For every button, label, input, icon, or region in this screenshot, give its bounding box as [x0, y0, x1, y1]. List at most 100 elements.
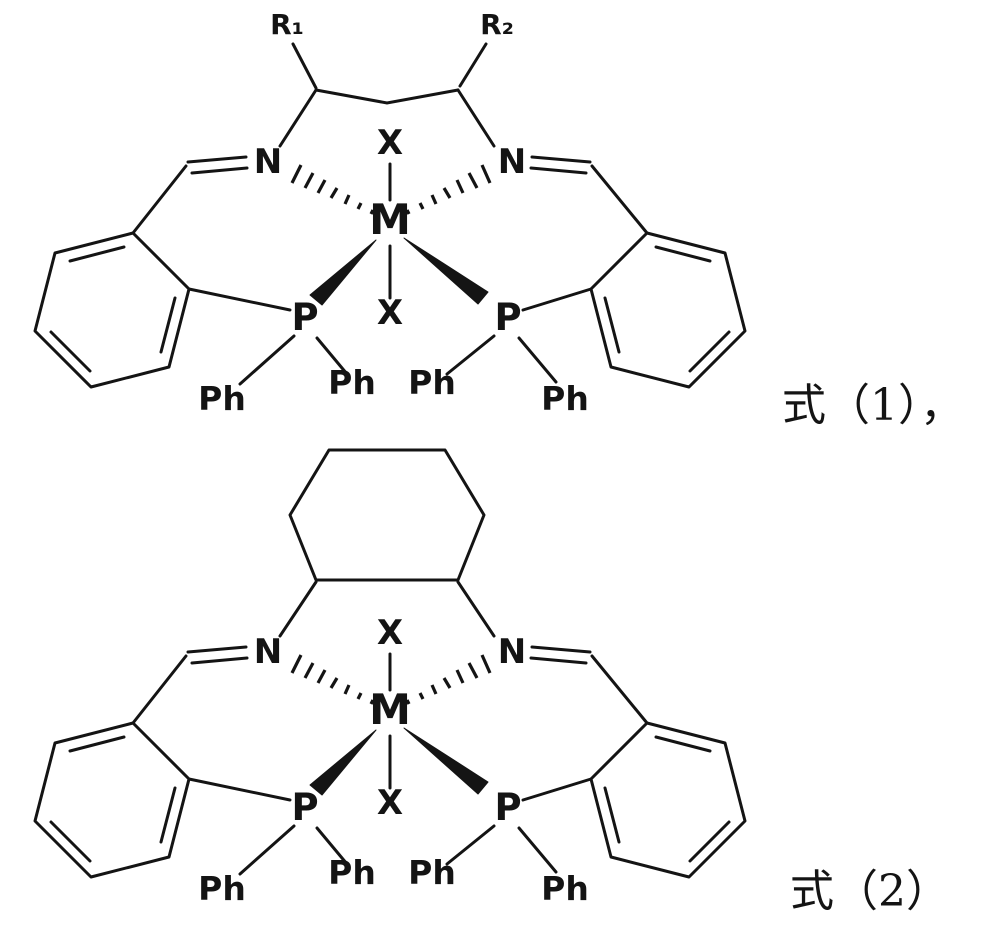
- hash-stroke: [316, 179, 327, 194]
- benzene-ring-left: [33, 721, 191, 879]
- phosphorus-right-label: P: [494, 786, 521, 829]
- hash-stroke: [430, 194, 438, 205]
- bond-r1-c1: [291, 42, 318, 90]
- bond-ring-ch-right: [590, 164, 649, 235]
- hash-stroke: [303, 662, 315, 679]
- aromatic-double: [49, 820, 92, 863]
- aromatic-double: [603, 296, 621, 354]
- nitrogen-right-label: N: [498, 142, 526, 182]
- bond-p-right-ph3: [445, 334, 496, 376]
- bond-ring-ch-left: [131, 164, 188, 235]
- wedge-bond-m-p-left: [309, 729, 377, 796]
- hash-stroke: [455, 669, 465, 684]
- x-top-label: X: [377, 613, 403, 653]
- hash-stroke: [343, 194, 351, 205]
- bond-p-right-ph4: [517, 826, 558, 874]
- hash-stroke: [430, 684, 438, 695]
- aromatic-double: [68, 245, 126, 263]
- phenyl-label: Ph: [198, 869, 246, 908]
- metal-label: M: [369, 195, 411, 244]
- imine-double-right-2: [529, 656, 588, 665]
- bond-c2-n-right: [456, 88, 496, 148]
- bond-p-left-ph1: [238, 824, 296, 876]
- bond-c2-n-right: [456, 580, 496, 638]
- hash-stroke: [418, 202, 425, 210]
- hashed-wedge-m-n-right: [405, 164, 492, 215]
- x-bottom-label: X: [377, 783, 403, 823]
- aromatic-double: [654, 735, 712, 753]
- imine-double-right-1: [530, 645, 592, 654]
- phenyl-label: Ph: [408, 853, 456, 892]
- bond-ring-ch-right: [590, 654, 649, 725]
- imine-double-left-1: [186, 155, 248, 164]
- substituent-r1-label: R₁: [270, 8, 304, 41]
- bond-c1-c2: [314, 88, 460, 105]
- nitrogen-left-label: N: [254, 142, 282, 182]
- bond-c1-n-left: [278, 88, 318, 148]
- hash-stroke: [290, 164, 303, 184]
- phosphorus-left-label: P: [291, 786, 318, 829]
- wedge-bond-m-p-left: [309, 239, 377, 306]
- phenyl-label: Ph: [328, 363, 376, 402]
- structure-formula-2: X M X N N P P Ph Ph Ph Ph 式（2）: [33, 448, 950, 917]
- aromatic-double: [688, 330, 731, 373]
- hash-stroke: [467, 662, 479, 679]
- hash-stroke: [455, 179, 465, 194]
- x-top-label: X: [377, 123, 403, 163]
- hashed-wedge-m-n-left: [290, 654, 375, 705]
- phenyl-label: Ph: [328, 853, 376, 892]
- hashed-wedge-m-n-right: [405, 654, 492, 705]
- bond-p-left-ph2: [315, 336, 349, 376]
- hash-stroke: [418, 692, 425, 700]
- aromatic-double: [603, 786, 621, 844]
- imine-double-left-1: [186, 645, 248, 654]
- bond-c1-n-left: [278, 580, 318, 638]
- hash-stroke: [405, 209, 411, 215]
- hashed-wedge-m-n-left: [290, 164, 375, 215]
- hash-stroke: [480, 164, 492, 184]
- aromatic-double: [49, 330, 92, 373]
- formula-1-caption: 式（1），: [782, 380, 964, 431]
- phenyl-label: Ph: [541, 379, 589, 418]
- nitrogen-left-label: N: [254, 632, 282, 672]
- cyclohexane-ring: [288, 448, 486, 582]
- wedge-bond-m-p-right: [403, 727, 489, 795]
- bond-p-right-ph3: [445, 824, 496, 866]
- substituent-r2-label: R₂: [480, 8, 514, 41]
- aromatic-double: [654, 245, 712, 263]
- hash-stroke: [303, 172, 315, 189]
- phosphorus-right-label: P: [494, 296, 521, 339]
- hash-stroke: [480, 654, 492, 674]
- phenyl-label: Ph: [408, 363, 456, 402]
- bond-r2-c2: [458, 42, 488, 88]
- formula-2-caption: 式（2）: [790, 866, 950, 917]
- hash-stroke: [369, 209, 375, 215]
- hash-stroke: [329, 187, 339, 199]
- hash-stroke: [442, 677, 452, 689]
- imine-double-right-1: [530, 155, 592, 164]
- wedge-bond-m-p-right: [403, 237, 489, 305]
- benzene-ring-left: [33, 231, 191, 389]
- bond-p-right-aryl: [521, 777, 593, 802]
- hash-stroke: [290, 654, 303, 674]
- nitrogen-right-label: N: [498, 632, 526, 672]
- bond-p-right-ph4: [517, 336, 558, 384]
- aromatic-double: [159, 296, 177, 354]
- bond-p-right-aryl: [521, 287, 593, 312]
- phenyl-label: Ph: [541, 869, 589, 908]
- imine-double-right-2: [529, 166, 588, 175]
- x-bottom-label: X: [377, 293, 403, 333]
- hash-stroke: [343, 684, 351, 695]
- benzene-ring-right: [589, 721, 747, 879]
- imine-double-left-2: [190, 166, 249, 175]
- bond-p-left-aryl: [187, 287, 292, 312]
- aromatic-double: [68, 735, 126, 753]
- hash-stroke: [356, 202, 363, 210]
- bond-p-left-aryl: [187, 777, 292, 802]
- hash-stroke: [369, 699, 375, 705]
- structure-formula-1: R₁ R₂ X M X N N P P Ph Ph Ph Ph 式（1），: [33, 8, 964, 431]
- hash-stroke: [356, 692, 363, 700]
- bond-ring-ch-left: [131, 654, 188, 725]
